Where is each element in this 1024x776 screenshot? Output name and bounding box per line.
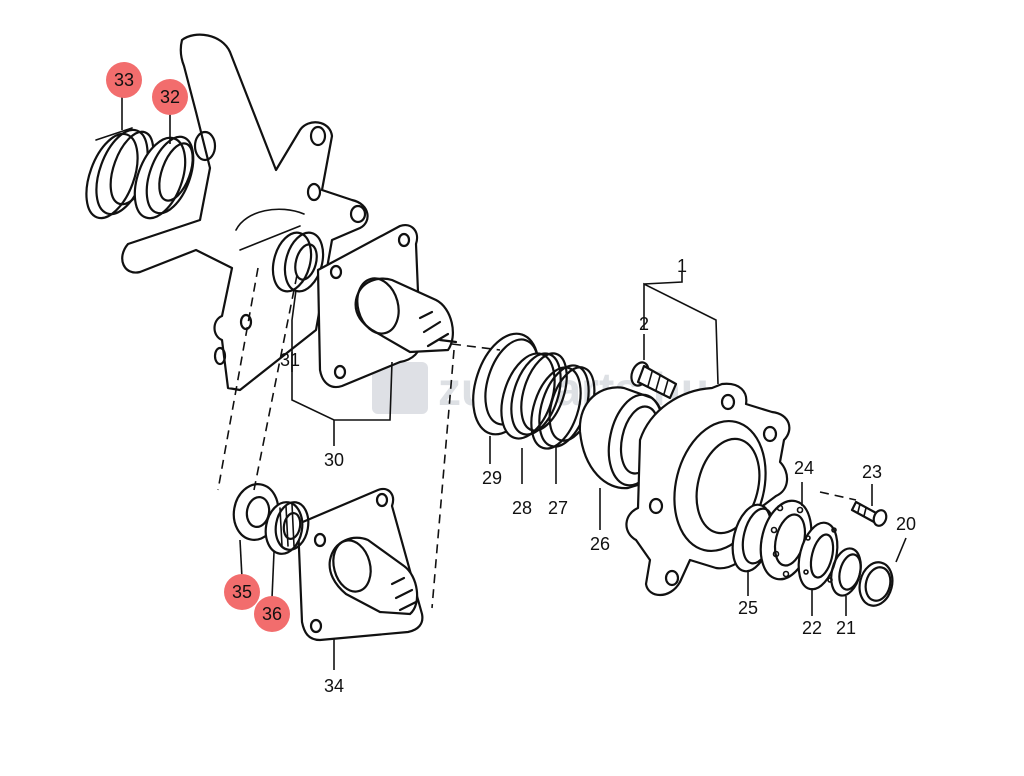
callout-27: 27	[548, 498, 568, 518]
seal-ring-32	[133, 135, 195, 220]
callout-labels: 1 2 20 21 22 23 24 25 26 27 28 29 30 31 …	[280, 256, 916, 696]
seal-ring-33	[85, 127, 155, 220]
highlight-35[interactable]: 35	[224, 574, 260, 610]
callout-25: 25	[738, 598, 758, 618]
watermark-logo-icon	[372, 362, 428, 414]
highlight-35-label: 35	[232, 582, 252, 602]
callout-2: 2	[639, 314, 649, 334]
ring-28	[500, 352, 568, 440]
callout-30: 30	[324, 450, 344, 470]
callout-31: 31	[280, 350, 300, 370]
highlight-36[interactable]: 36	[254, 596, 290, 632]
bearing-31	[271, 231, 325, 293]
callout-29: 29	[482, 468, 502, 488]
needle-bearing-36	[264, 501, 310, 555]
callout-26: 26	[590, 534, 610, 554]
highlight-33[interactable]: 33	[106, 62, 142, 98]
highlight-33-badge	[106, 62, 142, 98]
callout-22: 22	[802, 618, 822, 638]
circlip-20	[858, 561, 894, 607]
highlight-35-badge	[224, 574, 260, 610]
hub-bolt-2	[630, 361, 678, 400]
snap-ring-21	[830, 547, 862, 597]
callout-28: 28	[512, 498, 532, 518]
highlight-33-label: 33	[114, 70, 134, 90]
leader-lines	[121, 96, 907, 670]
callout-21: 21	[836, 618, 856, 638]
highlight-36-badge	[254, 596, 290, 632]
steering-knuckle	[121, 33, 369, 392]
callout-1: 1	[677, 256, 687, 276]
highlighted-callouts: 33 32 35 36	[106, 62, 290, 632]
spindle-34	[296, 487, 424, 642]
screw-23	[850, 500, 888, 527]
callout-20: 20	[896, 514, 916, 534]
highlight-32[interactable]: 32	[152, 79, 188, 115]
callout-34: 34	[324, 676, 344, 696]
spindle-30	[316, 224, 458, 389]
highlight-32-label: 32	[160, 87, 180, 107]
assembly-lines	[217, 267, 857, 609]
highlight-32-badge	[152, 79, 188, 115]
highlight-36-label: 36	[262, 604, 282, 624]
callout-24: 24	[794, 458, 814, 478]
callout-23: 23	[862, 462, 882, 482]
